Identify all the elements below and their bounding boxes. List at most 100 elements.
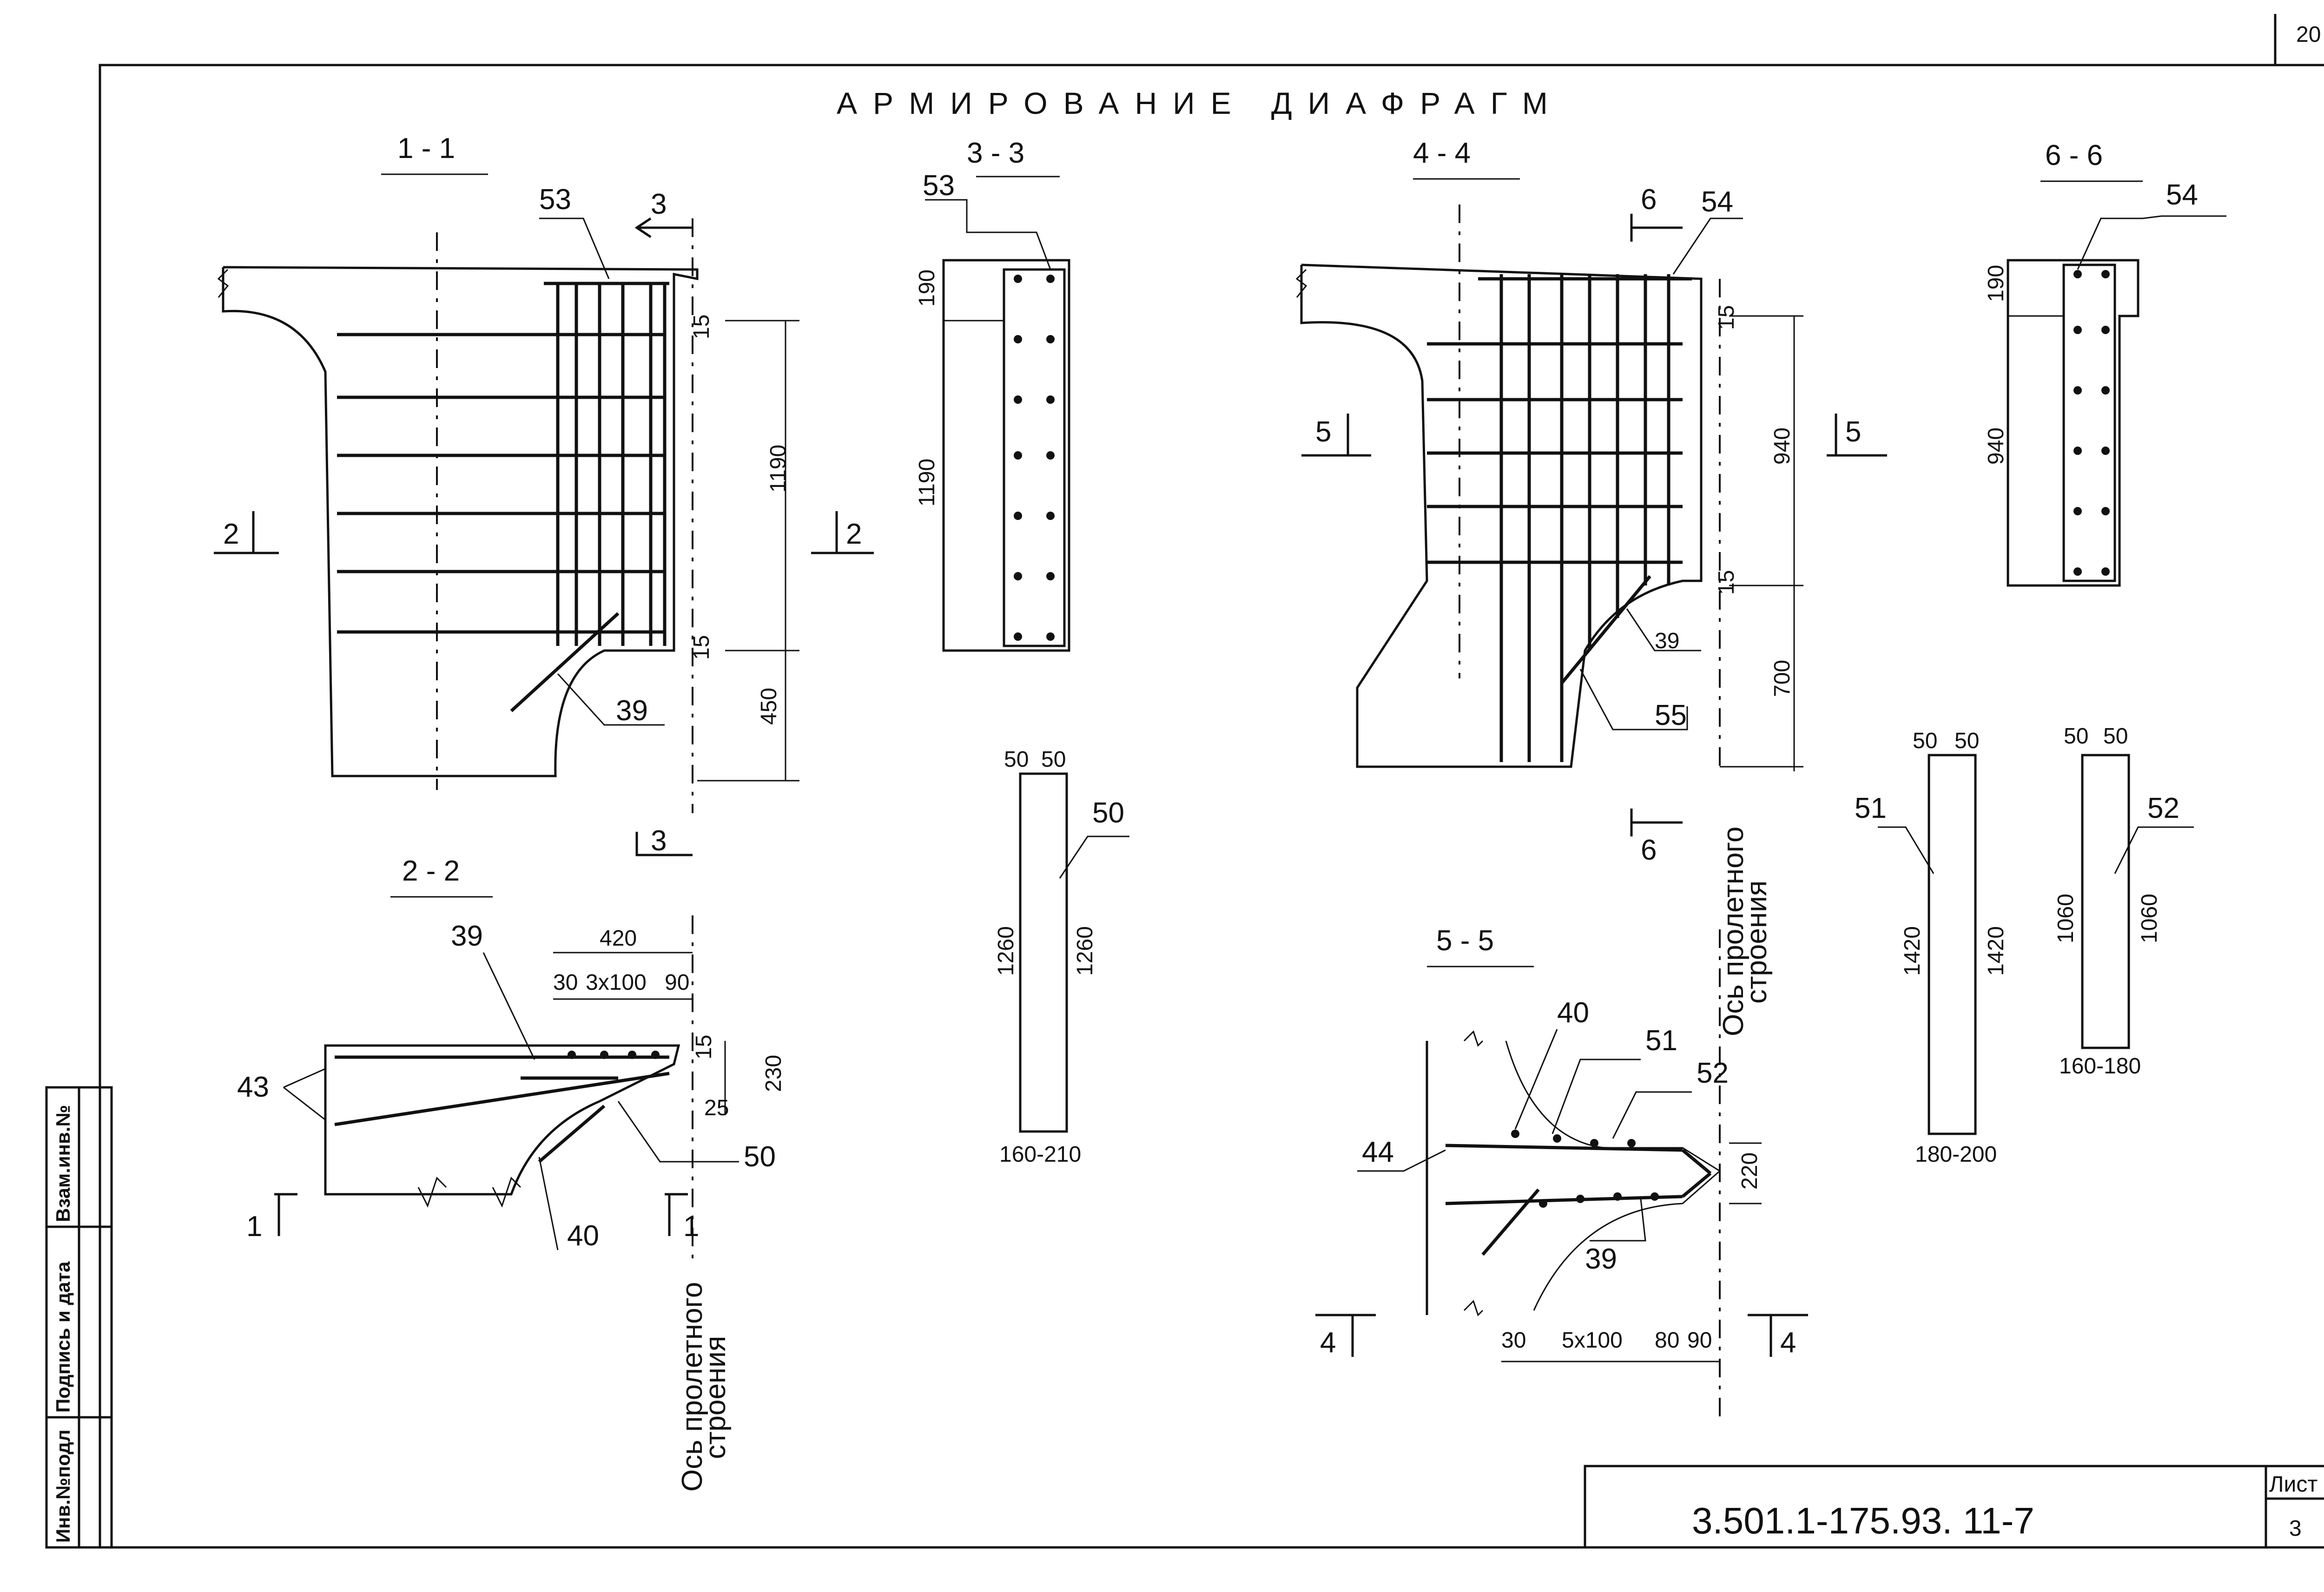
dim-90-2-2: 90 xyxy=(665,970,689,995)
dim-50-52a: 50 xyxy=(2064,724,2088,749)
pos-44: 44 xyxy=(1362,1136,1394,1168)
pos-52-5-5: 52 xyxy=(1697,1057,1729,1089)
drawing-title: АРМИРОВАНИЕ ДИАФРАГМ xyxy=(837,86,1564,120)
dim-80-5-5: 80 xyxy=(1655,1328,1679,1353)
dim-25-2-2: 25 xyxy=(704,1096,729,1120)
section-4-4: 4 - 4 54 39 55 6 xyxy=(1295,137,1887,866)
pos-40-5-5: 40 xyxy=(1557,997,1589,1029)
bar-shape-52: 50 50 1060 1060 160-180 52 xyxy=(2053,724,2194,1079)
dim-15-bot-1-1: 15 xyxy=(689,635,714,660)
section-6-6: 6 - 6 54 190 940 xyxy=(1984,139,2226,587)
axis-label-2-2-2: строения xyxy=(700,1336,732,1459)
dim-50-51a: 50 xyxy=(1913,729,1937,753)
dim-1260-a: 1260 xyxy=(994,926,1018,976)
cut-5-left: 5 xyxy=(1315,416,1331,448)
cut-4-left: 4 xyxy=(1320,1327,1336,1359)
dim-1420-a: 1420 xyxy=(1900,926,1925,976)
cut-1-left: 1 xyxy=(246,1210,262,1243)
pos-50-shape: 50 xyxy=(1092,797,1124,829)
sheet-number-top: 20 xyxy=(2296,22,2321,47)
section-1-1-title: 1 - 1 xyxy=(397,132,455,164)
sheet-value: 3 xyxy=(2289,1516,2302,1541)
bar-shape-50: 50 50 1260 1260 160-210 50 xyxy=(994,747,1129,1167)
pos-54-6-6: 54 xyxy=(2166,179,2198,211)
cut-3-top: 3 xyxy=(651,188,667,220)
dim-50-b: 50 xyxy=(1041,747,1066,772)
pos-55: 55 xyxy=(1655,699,1687,731)
dim-220-5-5: 220 xyxy=(1737,1152,1762,1190)
dim-1060-b: 1060 xyxy=(2137,894,2162,943)
pos-39-4-4: 39 xyxy=(1655,629,1679,653)
cut-6-bottom: 6 xyxy=(1641,834,1657,866)
dim-30-5-5: 30 xyxy=(1501,1328,1526,1353)
left-stamp: Инв.№подл Подпись и дата Взам.инв.№ xyxy=(45,1086,113,1549)
rebar-dots-6-6 xyxy=(2073,270,2110,576)
dim-190-3-3: 190 xyxy=(915,270,939,307)
pos-53-3-3: 53 xyxy=(923,170,955,202)
dim-15-top-1-1: 15 xyxy=(689,315,714,339)
section-1-1: 1 - 1 53 39 3 3 xyxy=(214,132,874,857)
pos-51-5-5: 51 xyxy=(1645,1025,1677,1057)
dim-160-210: 160-210 xyxy=(999,1142,1081,1167)
dim-90-5-5: 90 xyxy=(1687,1328,1712,1353)
dim-5x100-5-5: 5x100 xyxy=(1562,1328,1623,1353)
cut-4-right: 4 xyxy=(1780,1327,1796,1359)
dim-1190-1-1: 1190 xyxy=(766,445,791,493)
dim-50-52b: 50 xyxy=(2103,724,2128,749)
pos-39-2-2: 39 xyxy=(451,920,483,952)
cut-2-left: 2 xyxy=(223,518,239,550)
title-block: 3.501.1-175.93. 11-7 Лист 3 xyxy=(1584,1465,2324,1549)
section-5-5: 5 - 5 40 51 52 44 39 30 xyxy=(1315,827,1808,1422)
cut-2-right: 2 xyxy=(846,518,862,550)
dim-940-6-6: 940 xyxy=(1984,428,2008,465)
rebar-1-1 xyxy=(337,282,669,712)
section-6-6-title: 6 - 6 xyxy=(2045,139,2103,171)
dim-180-200: 180-200 xyxy=(1915,1142,1997,1167)
rebar-4-4 xyxy=(1427,274,1692,762)
section-5-5-title: 5 - 5 xyxy=(1436,925,1494,957)
pos-52-shape: 52 xyxy=(2147,792,2179,824)
dim-50-51b: 50 xyxy=(1954,729,1979,753)
stamp-sign-date: Подпись и дата xyxy=(52,1261,74,1413)
dim-230-2-2: 230 xyxy=(761,1055,786,1092)
section-2-2-title: 2 - 2 xyxy=(402,855,460,887)
dim-700-4-4: 700 xyxy=(1770,660,1795,697)
rebar-5-5 xyxy=(1445,1144,1712,1256)
pos-40-2-2: 40 xyxy=(567,1220,599,1252)
rebar-dots-3-3 xyxy=(1014,275,1055,641)
dim-15-2-2: 15 xyxy=(692,1035,716,1059)
cut-5-right: 5 xyxy=(1845,416,1861,448)
section-4-4-title: 4 - 4 xyxy=(1413,137,1471,169)
dim-15-bot-4-4: 15 xyxy=(1714,570,1739,595)
cut-3-bottom: 3 xyxy=(651,825,667,857)
drawing-code: 3.501.1-175.93. 11-7 xyxy=(1692,1500,2034,1541)
dim-190-6-6: 190 xyxy=(1984,265,2008,302)
cut-1-right: 1 xyxy=(683,1210,699,1243)
section-3-3: 3 - 3 53 190 1190 xyxy=(915,137,1070,652)
cut-6-top: 6 xyxy=(1641,184,1657,216)
rebar-2-2 xyxy=(334,1055,670,1163)
dim-450-1-1: 450 xyxy=(757,688,781,725)
dim-3x100-2-2: 3x100 xyxy=(586,970,647,995)
dim-1420-b: 1420 xyxy=(1984,926,2008,976)
dim-1060-a: 1060 xyxy=(2053,894,2078,943)
dim-420-2-2: 420 xyxy=(600,926,637,951)
pos-53-1-1: 53 xyxy=(539,184,571,216)
sheet-label: Лист xyxy=(2269,1472,2317,1497)
dim-1190-3-3: 1190 xyxy=(915,459,939,507)
axis-label-1-5-5: Ось пролетного xyxy=(1717,827,1750,1036)
axis-label-1-2-2: Ось пролетного xyxy=(676,1282,708,1492)
dim-940-4-4: 940 xyxy=(1770,428,1795,465)
pos-50-2-2: 50 xyxy=(744,1141,776,1173)
pos-43: 43 xyxy=(237,1071,269,1103)
stamp-vzam: Взам.инв.№ xyxy=(52,1105,74,1222)
dim-30-2-2: 30 xyxy=(553,970,578,995)
stamp-inv-podl: Инв.№подл xyxy=(52,1429,74,1543)
bar-shape-51: 50 50 1420 1420 180-200 51 xyxy=(1855,729,2008,1167)
pos-54-4-4: 54 xyxy=(1701,186,1733,218)
pos-39-1-1: 39 xyxy=(616,695,648,727)
pos-51-shape: 51 xyxy=(1855,792,1887,824)
section-3-3-title: 3 - 3 xyxy=(967,137,1024,169)
axis-label-2-5-5: строения xyxy=(1741,881,1773,1004)
